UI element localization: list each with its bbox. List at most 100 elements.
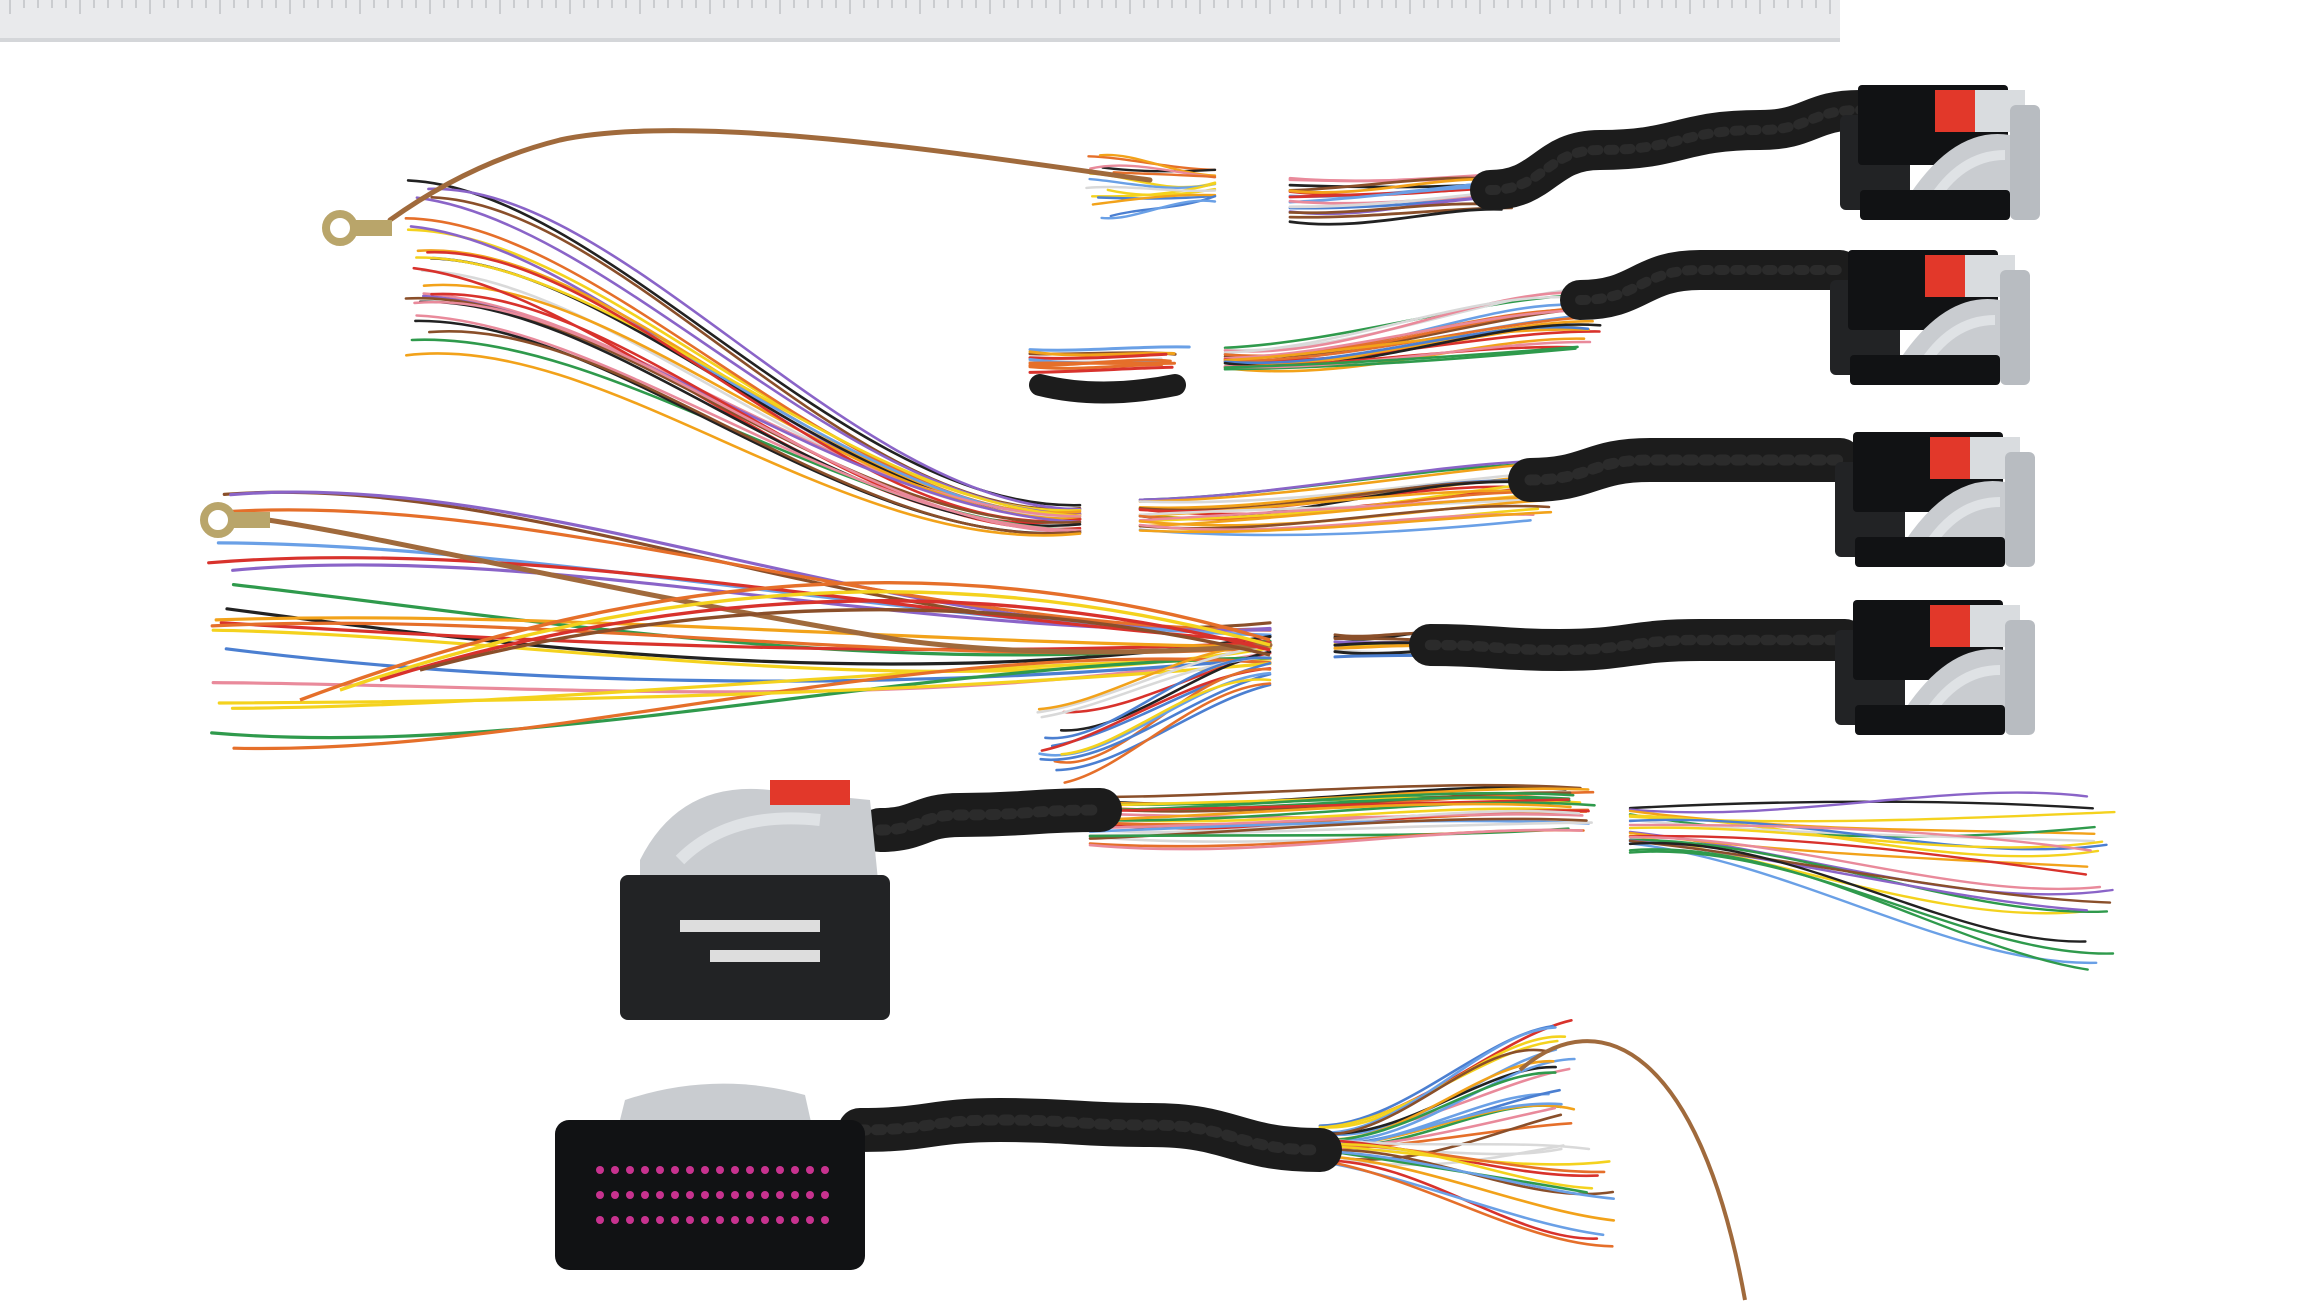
- wire-strand: [1318, 1143, 1594, 1190]
- connector-body: [555, 1120, 865, 1270]
- wire-strand: [1628, 818, 2108, 851]
- connector-pin: [671, 1191, 679, 1199]
- connector-pin: [716, 1166, 724, 1174]
- wire-strand: [1088, 819, 1591, 833]
- wire-strand: [225, 607, 1272, 666]
- connector-pin: [701, 1191, 709, 1199]
- wire-strand: [1101, 166, 1217, 173]
- connector-pin: [611, 1166, 619, 1174]
- connectors-layer: [555, 85, 2040, 1270]
- wire-strand: [214, 616, 1272, 649]
- wire-strand: [1223, 328, 1591, 362]
- wire-strand: [1028, 363, 1164, 370]
- wire-strand: [1318, 1048, 1550, 1136]
- sleeve-texture: [1424, 634, 1851, 656]
- connector-pin: [656, 1216, 664, 1224]
- wire-strand: [1318, 1071, 1557, 1142]
- connector-base: [1860, 190, 2010, 220]
- red-lock-tab: [1930, 437, 1970, 479]
- red-lock-tab: [1925, 255, 1965, 297]
- connector-pin: [686, 1166, 694, 1174]
- wire-strand: [1085, 185, 1217, 193]
- connector-lever: [2010, 105, 2040, 220]
- wire-strand: [405, 352, 1082, 537]
- connector-pin: [731, 1216, 739, 1224]
- red-lock-tab: [1935, 90, 1975, 132]
- connector-pin: [806, 1191, 814, 1199]
- connector-pin: [656, 1166, 664, 1174]
- connector-pin: [731, 1166, 739, 1174]
- ecu-connector-pink-pins: [555, 1083, 865, 1270]
- connector-body: [620, 875, 890, 1020]
- wire-strand: [228, 508, 1272, 632]
- connector-pin: [791, 1166, 799, 1174]
- ring-terminal-crimp: [352, 220, 392, 236]
- connector-pin: [716, 1216, 724, 1224]
- wire-strand: [1138, 495, 1552, 528]
- connector-pin: [716, 1191, 724, 1199]
- loose-wires-layer: [207, 128, 2116, 1301]
- connector-pin: [596, 1166, 604, 1174]
- ring-terminal-crimp: [230, 512, 270, 528]
- wire-strand: [219, 621, 1272, 652]
- connector-pin: [791, 1216, 799, 1224]
- wire-strand: [1628, 848, 2089, 971]
- ground-terminals-layer: [200, 210, 392, 538]
- connector-pin: [626, 1191, 634, 1199]
- wire-strand: [1138, 460, 1531, 502]
- connector-pin: [761, 1166, 769, 1174]
- connector-pin: [761, 1191, 769, 1199]
- connector-pin: [746, 1216, 754, 1224]
- connector-slot: [710, 950, 820, 962]
- connector-pin: [761, 1216, 769, 1224]
- wire-strand: [1138, 461, 1547, 503]
- wire-strand: [1318, 1026, 1557, 1134]
- connector-lever: [2005, 452, 2035, 567]
- connector-pin: [611, 1216, 619, 1224]
- wire-strand: [210, 656, 1272, 740]
- wire-strand: [1088, 802, 1572, 822]
- wire-strand: [1223, 309, 1579, 360]
- connector-pin: [701, 1166, 709, 1174]
- wire-strand: [1063, 682, 1272, 784]
- connector-pin: [596, 1191, 604, 1199]
- connector-pin: [746, 1191, 754, 1199]
- wire-strand: [427, 187, 1082, 511]
- wire-strand: [1318, 1158, 1614, 1248]
- long-wire: [299, 581, 1271, 702]
- connector-pin: [671, 1166, 679, 1174]
- sleeve-texture: [1485, 105, 1865, 195]
- wire-strand: [415, 256, 1082, 518]
- wire-strand: [1091, 193, 1217, 206]
- connector-lever: [2000, 270, 2030, 385]
- wire-strand: [1138, 519, 1532, 537]
- ecu-connector-red-lock: [1830, 250, 2030, 385]
- ground-wire: [387, 128, 1153, 223]
- cover-rib: [675, 812, 821, 865]
- wire-strand: [1628, 826, 2104, 849]
- wire-strand: [232, 657, 1272, 751]
- wire-strand: [1223, 291, 1581, 353]
- connector-pin: [806, 1166, 814, 1174]
- connector-base: [1855, 705, 2005, 735]
- ruler-strip: [0, 0, 1840, 42]
- connector-pin: [656, 1191, 664, 1199]
- connector-pin: [596, 1216, 604, 1224]
- wire-strand: [217, 661, 1272, 705]
- wire-strand: [1628, 823, 2092, 852]
- connector-pin: [746, 1166, 754, 1174]
- wire-strand: [1628, 841, 2087, 943]
- long-wire: [379, 599, 1271, 682]
- sleeve-texture: [874, 804, 1106, 836]
- wire-strand: [1628, 839, 2112, 904]
- harness-sleeve-piece: [1029, 374, 1186, 404]
- ecu-connector-red-lock: [1835, 600, 2035, 735]
- connector-base: [1850, 355, 2000, 385]
- ecu-connector-red-lock: [1840, 85, 2040, 220]
- copper-wire: [1518, 1039, 1747, 1301]
- connector-pin: [641, 1191, 649, 1199]
- connector-pin: [641, 1166, 649, 1174]
- wire-strand: [1628, 791, 2089, 814]
- wire-strand: [224, 647, 1272, 683]
- wire-strand: [1036, 644, 1272, 714]
